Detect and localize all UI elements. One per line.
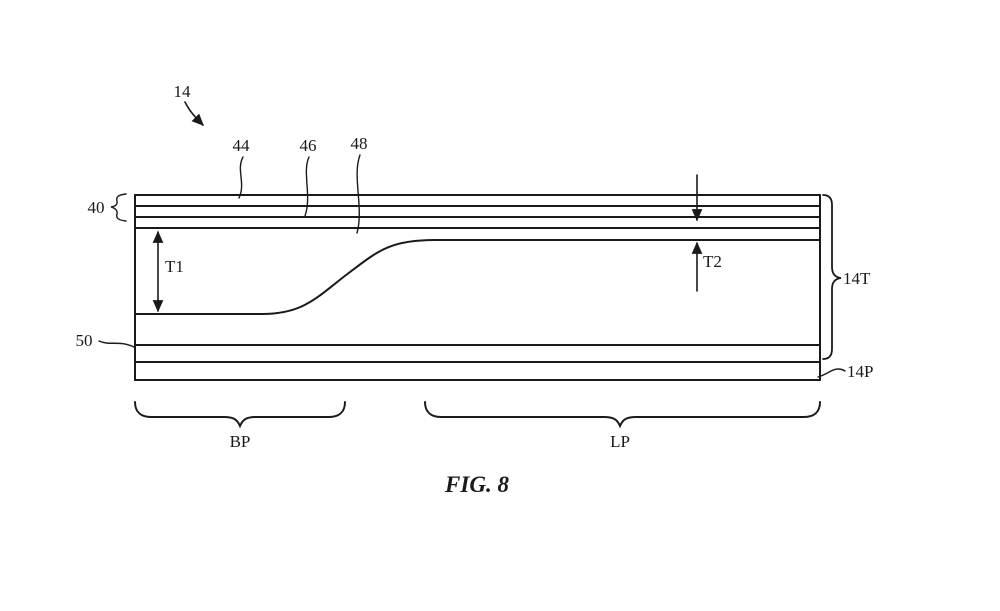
bracket-14T bbox=[822, 194, 842, 360]
leader-50 bbox=[98, 340, 135, 348]
ref-label-14: 14 bbox=[174, 82, 192, 101]
step-transition-curve bbox=[134, 239, 821, 315]
figure-caption: FIG. 8 bbox=[444, 472, 509, 497]
ref-label-14T: 14T bbox=[843, 269, 871, 288]
region-label-bp: BP bbox=[230, 432, 251, 451]
ref-label-50: 50 bbox=[76, 331, 93, 350]
leader-44 bbox=[238, 156, 244, 199]
ref-label-40: 40 bbox=[88, 198, 105, 217]
leader-46 bbox=[304, 156, 310, 217]
region-label-lp: LP bbox=[610, 432, 630, 451]
dimension-label-t1: T1 bbox=[165, 257, 184, 276]
dimension-label-t2: T2 bbox=[703, 252, 722, 271]
underbrace-lp bbox=[424, 401, 821, 429]
leader-14P bbox=[817, 368, 846, 378]
ref-label-44: 44 bbox=[233, 136, 251, 155]
underbrace-bp bbox=[134, 401, 346, 429]
leader-48 bbox=[356, 154, 361, 234]
brace-40 bbox=[110, 193, 127, 222]
leader-arrow-14 bbox=[184, 101, 204, 126]
ref-label-14P: 14P bbox=[847, 362, 873, 381]
ref-label-46: 46 bbox=[300, 136, 317, 155]
ref-label-48: 48 bbox=[351, 134, 368, 153]
